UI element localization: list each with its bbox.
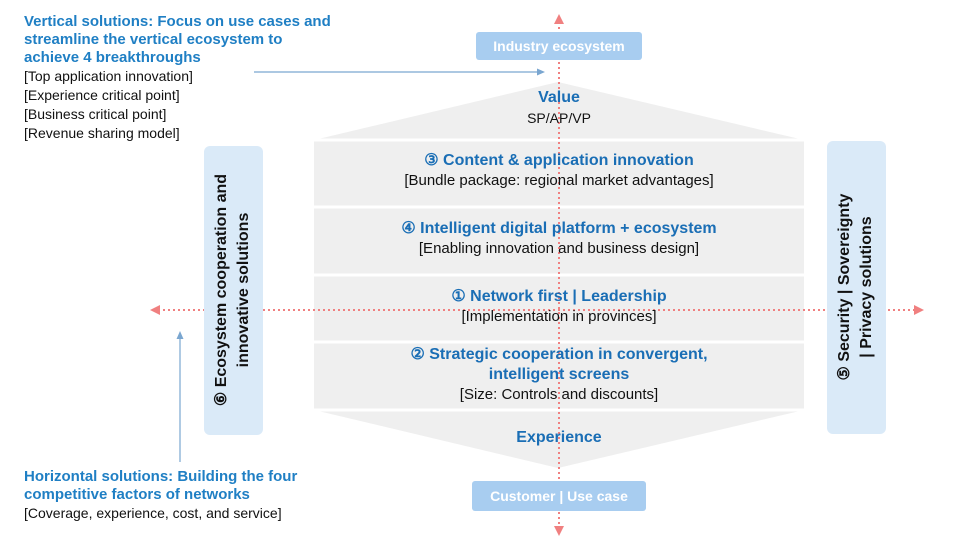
vertical-solutions-note: Vertical solutions: Focus on use cases a… — [24, 13, 384, 143]
ecosystem-cooperation-box — [204, 146, 263, 435]
industry-ecosystem-label: Industry ecosystem — [493, 38, 625, 54]
vertical-note-items: [Top application innovation] [Experience… — [24, 67, 384, 143]
vertical-axis-arrow-bottom — [554, 526, 564, 536]
vertical-note-title-line: streamline the vertical ecosystem to — [24, 31, 283, 48]
vertical-axis-arrow-top — [554, 14, 564, 24]
band-title: ③ Content & application innovation — [424, 152, 694, 169]
band-digital-platform: ④ Intelligent digital platform + ecosyst… — [314, 219, 804, 259]
security-sovereignty-line: | Privacy solutions — [858, 216, 875, 358]
security-sovereignty-line: ⑤ Security | Sovereignty — [836, 193, 853, 381]
experience-section: Experience — [314, 428, 804, 448]
band-strategic-cooperation: ② Strategic cooperation in convergent, i… — [314, 345, 804, 405]
vertical-note-item: [Top application innovation] — [24, 68, 193, 84]
horizontal-axis-arrow-right — [914, 305, 924, 315]
horizontal-solutions-note: Horizontal solutions: Building the four … — [24, 468, 364, 523]
customer-use-case-label: Customer | Use case — [490, 488, 628, 504]
vertical-note-item: [Business critical point] — [24, 106, 167, 122]
band-subtitle: [Enabling innovation and business design… — [418, 240, 700, 257]
band-title: ④ Intelligent digital platform + ecosyst… — [401, 220, 717, 237]
band-title: ① Network first | Leadership — [451, 288, 667, 305]
horizontal-note-title-line: Horizontal solutions: Building the four — [24, 468, 298, 485]
customer-use-case-pill: Customer | Use case — [472, 481, 646, 511]
ecosystem-cooperation-label: ⑥ Ecosystem cooperation and innovative s… — [211, 145, 255, 435]
horizontal-note-title-line: competitive factors of networks — [24, 486, 250, 503]
horizontal-note-item: [Coverage, experience, cost, and service… — [24, 505, 282, 521]
horizontal-axis-arrow-left — [150, 305, 160, 315]
horizontal-note-arrowhead — [176, 331, 184, 339]
horizontal-note-title: Horizontal solutions: Building the four … — [24, 468, 364, 504]
industry-ecosystem-pill: Industry ecosystem — [476, 32, 642, 60]
value-section: Value SP/AP/VP — [314, 88, 804, 128]
band-subtitle: [Implementation in provinces] — [461, 308, 657, 325]
vertical-note-title-line: achieve 4 breakthroughs — [24, 49, 201, 66]
ecosystem-cooperation-line: innovative solutions — [235, 212, 252, 368]
value-subtitle: SP/AP/VP — [527, 110, 591, 126]
value-title: Value — [538, 89, 580, 106]
vertical-note-item: [Revenue sharing model] — [24, 125, 180, 141]
security-sovereignty-box — [827, 141, 886, 434]
vertical-note-title: Vertical solutions: Focus on use cases a… — [24, 13, 384, 67]
security-sovereignty-label: ⑤ Security | Sovereignty | Privacy solut… — [834, 142, 878, 432]
band-content-innovation: ③ Content & application innovation [Bund… — [314, 151, 804, 191]
experience-title: Experience — [516, 429, 602, 446]
band-network-first: ① Network first | Leadership [Implementa… — [314, 287, 804, 327]
vertical-note-item: [Experience critical point] — [24, 87, 180, 103]
band-subtitle: [Size: Controls and discounts] — [459, 386, 659, 403]
band-subtitle: [Bundle package: regional market advanta… — [404, 172, 714, 189]
band-title: ② Strategic cooperation in convergent, — [410, 346, 708, 363]
ecosystem-cooperation-line: ⑥ Ecosystem cooperation and — [213, 173, 230, 407]
band-title: intelligent screens — [488, 366, 630, 383]
vertical-note-title-line: Vertical solutions: Focus on use cases a… — [24, 13, 331, 30]
vertical-note-arrowhead — [537, 68, 545, 76]
